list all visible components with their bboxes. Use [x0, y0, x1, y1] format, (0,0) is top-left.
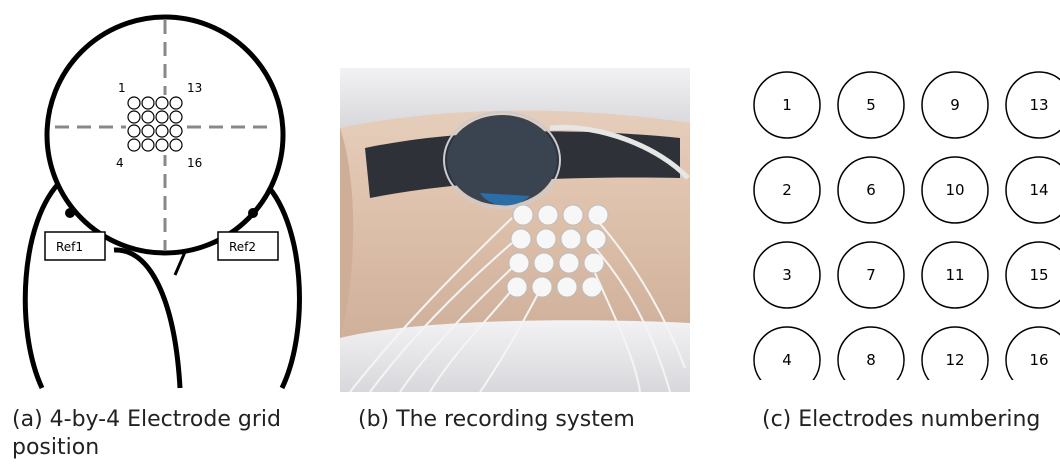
body-outline-left — [25, 180, 62, 388]
electrode-pad — [559, 253, 579, 273]
electrode-number: 13 — [1029, 96, 1048, 114]
transducer — [447, 115, 557, 205]
electrode-number: 10 — [945, 181, 964, 199]
recording-system-illustration — [340, 68, 690, 392]
mini-electrode — [170, 125, 182, 137]
electrode-number: 9 — [950, 96, 960, 114]
grid-label-top-right: 13 — [187, 81, 202, 95]
electrode-number: 3 — [782, 266, 792, 284]
electrode-pad — [511, 229, 531, 249]
electrode-number: 14 — [1029, 181, 1048, 199]
mini-electrode — [156, 139, 168, 151]
grid-label-top-left: 1 — [118, 81, 126, 95]
caption-c: (c) Electrodes numbering — [762, 406, 1040, 434]
abdomen-schematic: 1 13 4 16 Ref1 Ref2 — [0, 0, 330, 390]
mini-electrode — [128, 111, 140, 123]
electrode-pad — [538, 205, 558, 225]
grid-label-bottom-left: 4 — [116, 156, 124, 170]
mini-electrode — [156, 125, 168, 137]
ref2-dot — [248, 208, 258, 218]
mini-electrode — [128, 125, 140, 137]
mini-electrode — [170, 111, 182, 123]
caption-b: (b) The recording system — [358, 406, 635, 434]
electrode-pad — [513, 205, 533, 225]
mini-electrode — [142, 125, 154, 137]
electrode-number: 6 — [866, 181, 876, 199]
mini-electrode — [142, 139, 154, 151]
mini-electrode — [170, 139, 182, 151]
electrode-pad — [507, 277, 527, 297]
ref1-dot — [65, 208, 75, 218]
electrode-number: 11 — [945, 266, 964, 284]
electrode-number: 2 — [782, 181, 792, 199]
electrode-number: 7 — [866, 266, 876, 284]
mini-electrode — [142, 111, 154, 123]
ref1-label: Ref1 — [56, 240, 83, 254]
leg-curve — [114, 250, 180, 388]
electrode-pad — [586, 229, 606, 249]
mini-electrode — [128, 97, 140, 109]
mini-electrode — [142, 97, 154, 109]
electrode-pad — [563, 205, 583, 225]
electrode-number: 16 — [1029, 351, 1048, 369]
electrode-pad — [534, 253, 554, 273]
electrode-number: 12 — [945, 351, 964, 369]
electrode-number: 5 — [866, 96, 876, 114]
mini-electrode — [128, 139, 140, 151]
recording-system-photo — [340, 68, 690, 392]
electrode-number: 4 — [782, 351, 792, 369]
electrode-pad — [532, 277, 552, 297]
electrode-pad — [561, 229, 581, 249]
ref2-label: Ref2 — [229, 240, 256, 254]
electrode-grid-position-diagram: 1 13 4 16 Ref1 Ref2 — [0, 0, 330, 390]
body-outline-right — [262, 180, 299, 388]
mini-electrode — [156, 97, 168, 109]
mini-electrode — [170, 97, 182, 109]
electrode-number: 1 — [782, 96, 792, 114]
caption-a: (a) 4-by-4 Electrode grid position — [12, 406, 312, 462]
electrode-number: 8 — [866, 351, 876, 369]
electrode-pad — [509, 253, 529, 273]
electrode-pad — [557, 277, 577, 297]
electrode-number: 15 — [1029, 266, 1048, 284]
electrode-pad — [536, 229, 556, 249]
grid-label-bottom-right: 16 — [187, 156, 202, 170]
mini-electrode — [156, 111, 168, 123]
